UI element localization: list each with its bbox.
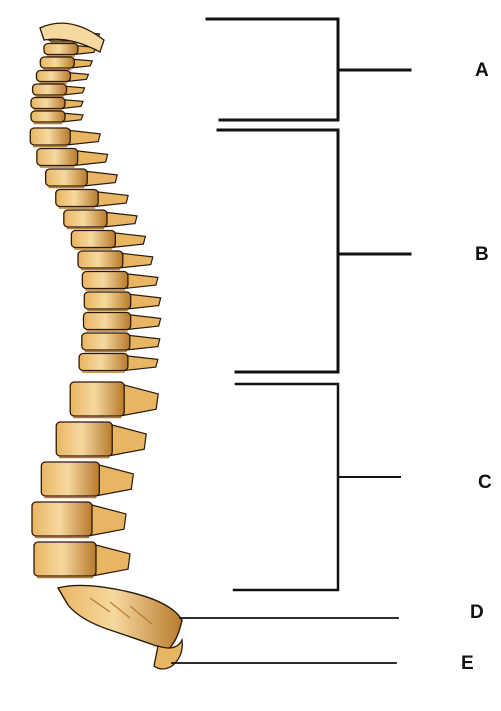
vertebra-process xyxy=(74,151,108,166)
label-d: D xyxy=(470,602,484,624)
vertebra-process xyxy=(119,253,153,268)
vertebra-body xyxy=(71,231,115,248)
vertebra-process xyxy=(108,424,146,456)
vertebra-process xyxy=(127,315,161,330)
bracket-b xyxy=(218,130,410,372)
label-e: E xyxy=(461,653,474,675)
vertebra-process xyxy=(83,171,117,186)
spine-illustration xyxy=(30,23,182,669)
vertebra-body xyxy=(40,57,74,68)
vertebra-process xyxy=(126,335,160,350)
vertebra-process xyxy=(124,274,158,289)
vertebra-body xyxy=(46,169,88,186)
vertebra-body xyxy=(84,292,130,309)
vertebra-process xyxy=(124,356,158,371)
region-brackets xyxy=(172,19,410,663)
vertebra-process xyxy=(127,294,161,309)
sacrum xyxy=(58,585,182,650)
vertebra-process xyxy=(92,544,130,576)
vertebra-body xyxy=(33,84,67,95)
label-c: C xyxy=(478,472,492,494)
vertebra-process xyxy=(120,384,158,416)
bracket-c xyxy=(234,384,400,590)
vertebra-body xyxy=(31,111,65,122)
vertebra-body xyxy=(78,251,123,268)
vertebra-process xyxy=(94,192,128,207)
vertebra-body xyxy=(31,98,65,109)
vertebra-body xyxy=(30,128,70,145)
vertebra-body xyxy=(64,210,107,227)
vertebra-body xyxy=(83,313,130,330)
vertebra-process xyxy=(103,212,137,227)
vertebra-body xyxy=(44,44,78,55)
vertebra-body xyxy=(41,462,99,496)
vertebra-body xyxy=(79,354,128,371)
vertebra-process xyxy=(95,464,133,496)
bracket-a xyxy=(207,19,410,120)
vertebra-body xyxy=(56,422,112,456)
vertebra-body xyxy=(32,502,92,536)
vertebra-body xyxy=(34,542,96,576)
vertebra-body xyxy=(37,149,78,166)
vertebra-process xyxy=(88,504,126,536)
vertebra-body xyxy=(82,272,128,289)
vertebra-process xyxy=(66,130,100,145)
label-b: B xyxy=(475,244,489,266)
vertebra-process xyxy=(111,233,145,248)
vertebra-body xyxy=(70,382,124,416)
vertebra-body xyxy=(56,190,98,207)
vertebra-body xyxy=(82,333,130,350)
label-a: A xyxy=(475,60,489,82)
vertebra-body xyxy=(36,71,70,82)
